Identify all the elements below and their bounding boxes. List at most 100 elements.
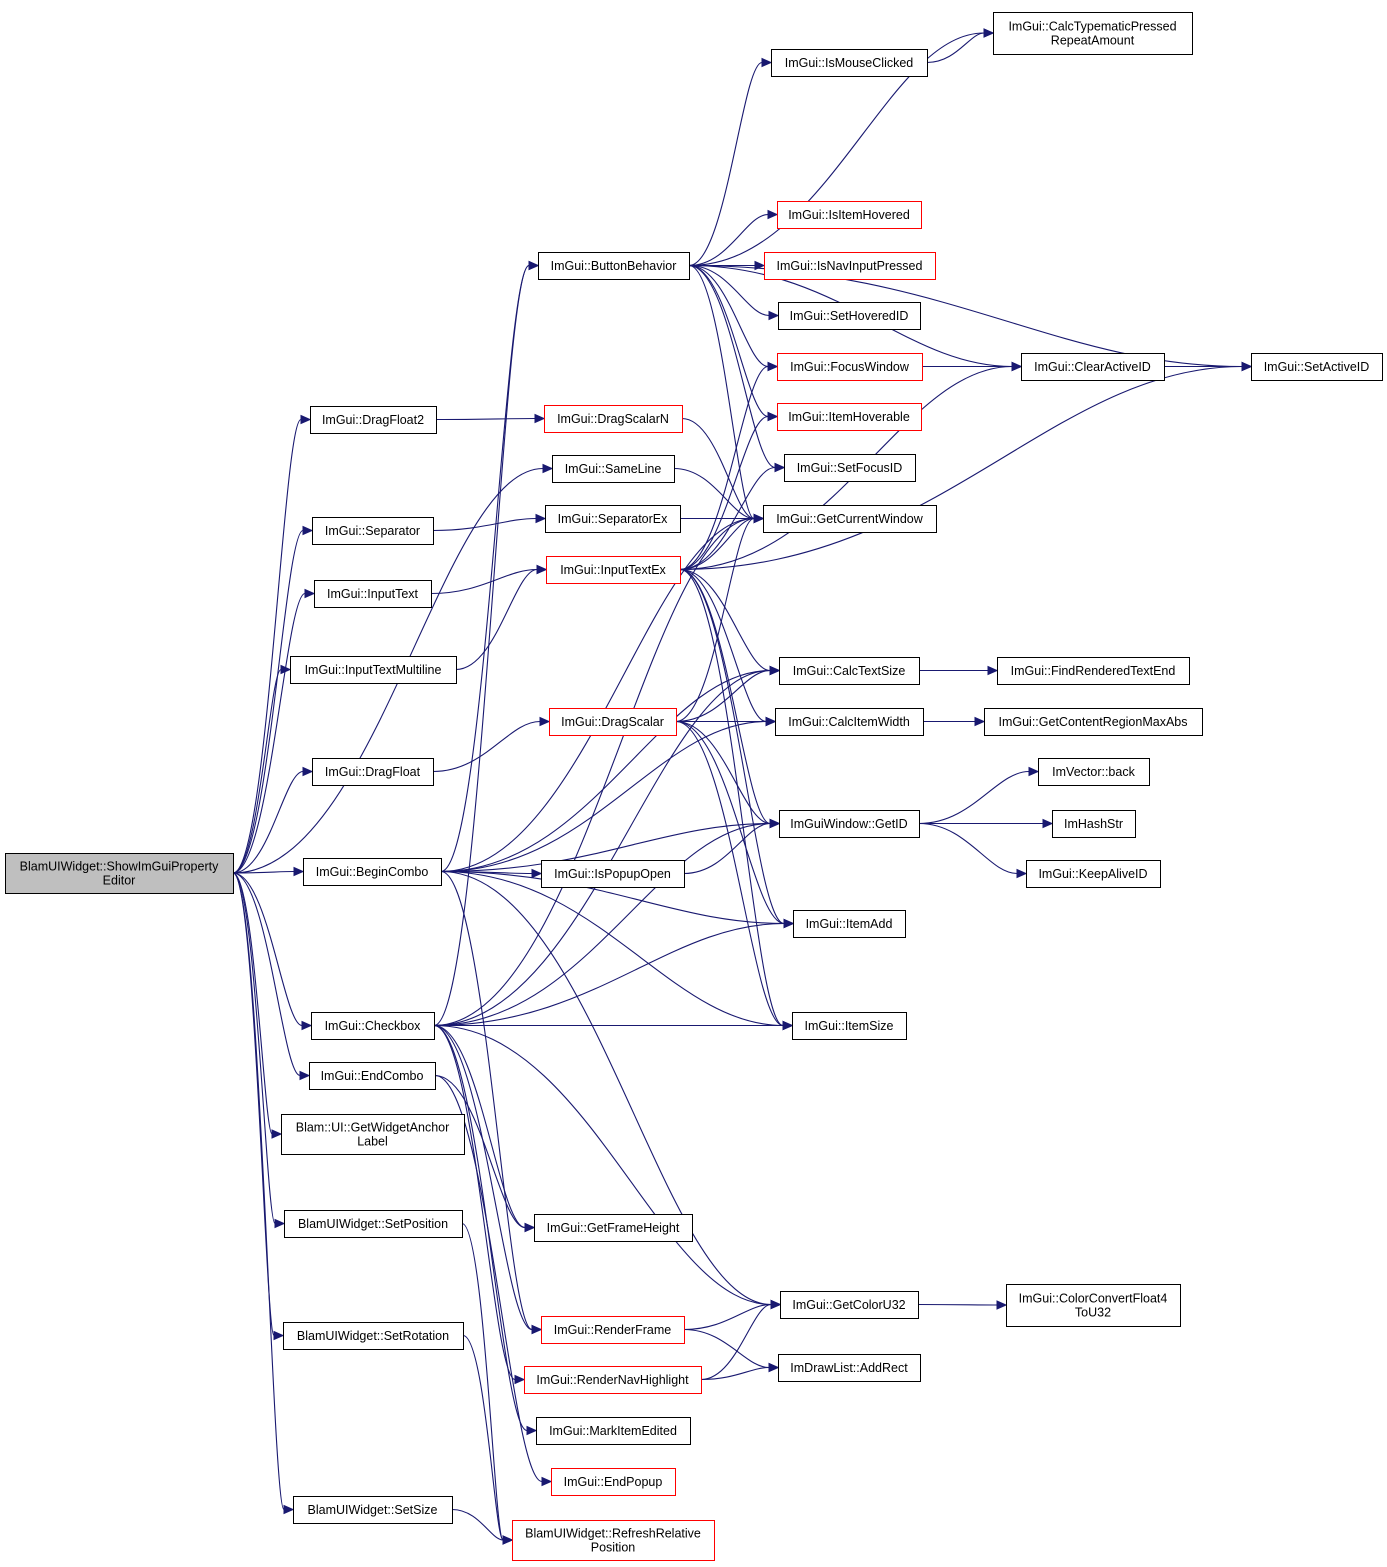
edge-arrowhead — [769, 818, 781, 829]
node-getid[interactable]: ImGuiWindow::GetID — [779, 810, 920, 838]
edge-root-to-inputtext — [232, 588, 316, 874]
node-findrenderedtextend[interactable]: ImGui::FindRenderedTextEnd — [997, 657, 1190, 685]
node-dragscalar[interactable]: ImGui::DragScalar — [549, 708, 677, 736]
node-ispopupopen[interactable]: ImGui::IsPopupOpen — [541, 860, 685, 888]
edge-line — [918, 770, 1030, 825]
edge-arrowhead — [539, 716, 551, 727]
edge-getcoloru32-to-colorconvert — [917, 1300, 1008, 1310]
edge-arrowhead — [1016, 868, 1028, 879]
node-markitemedited[interactable]: ImGui::MarkItemEdited — [536, 1417, 691, 1445]
node-begincombo[interactable]: ImGui::BeginCombo — [303, 858, 442, 886]
node-label: ImGui::SetFocusID — [797, 461, 903, 475]
edge-dragscalar-to-calctextsize — [675, 665, 781, 723]
node-endpopup[interactable]: ImGui::EndPopup — [551, 1468, 676, 1496]
node-separatorex[interactable]: ImGui::SeparatorEx — [545, 505, 681, 533]
node-calcitemwidth[interactable]: ImGui::CalcItemWidth — [775, 708, 924, 736]
node-separator[interactable]: ImGui::Separator — [312, 517, 434, 545]
node-setactiveid[interactable]: ImGui::SetActiveID — [1251, 353, 1383, 381]
node-imhashstr[interactable]: ImHashStr — [1052, 810, 1136, 838]
edge-line — [232, 592, 306, 874]
edge-line — [433, 1024, 772, 1306]
node-addrect[interactable]: ImDrawList::AddRect — [778, 1354, 921, 1382]
node-itemhoverable[interactable]: ImGui::ItemHoverable — [777, 403, 922, 431]
node-label: ImGui::DragScalar — [561, 715, 664, 729]
node-box — [283, 1322, 464, 1350]
edge-arrowhead — [531, 1324, 543, 1335]
node-getcurrentwindow[interactable]: ImGui::GetCurrentWindow — [763, 505, 937, 533]
node-isitemhovered[interactable]: ImGui::IsItemHovered — [777, 201, 922, 229]
edge-sameline-to-getcurrentwindow — [673, 467, 765, 524]
edge-line — [432, 720, 541, 773]
edge-line — [679, 568, 767, 723]
edge-buttonbehavior-to-ismouseclicked — [688, 57, 773, 267]
node-label: ToU32 — [1075, 1306, 1111, 1320]
edge-arrowhead — [526, 1425, 538, 1436]
edge-line — [688, 264, 755, 520]
node-label: ImDrawList::AddRect — [790, 1361, 908, 1375]
node-label: ImGuiWindow::GetID — [790, 817, 907, 831]
edge-arrowhead — [983, 28, 995, 38]
node-getcontentregionmaxabs[interactable]: ImGui::GetContentRegionMaxAbs — [984, 708, 1203, 736]
edge-renderframe-to-addrect — [683, 1328, 780, 1373]
edge-line — [433, 1024, 526, 1229]
edge-checkbox-to-itemadd — [433, 918, 795, 1027]
edge-arrowhead — [271, 1129, 283, 1139]
node-inputtextmultiline[interactable]: ImGui::InputTextMultiline — [290, 656, 457, 684]
node-box — [777, 353, 923, 381]
node-setposition[interactable]: BlamUIWidget::SetPosition — [284, 1210, 463, 1238]
node-box — [1038, 758, 1150, 786]
edge-arrowhead — [1028, 766, 1040, 777]
node-label: Label — [357, 1135, 388, 1149]
node-itemsize[interactable]: ImGui::ItemSize — [792, 1012, 907, 1040]
edge-line — [232, 872, 273, 1135]
edge-arrowhead — [765, 716, 777, 727]
node-clearactiveid[interactable]: ImGui::ClearActiveID — [1021, 353, 1165, 381]
node-itemadd[interactable]: ImGui::ItemAdd — [793, 910, 906, 938]
node-box — [310, 406, 437, 434]
edge-dragscalar-to-getid — [675, 720, 781, 829]
edge-root-to-dragfloat2 — [232, 414, 312, 874]
node-endcombo[interactable]: ImGui::EndCombo — [309, 1062, 436, 1090]
node-label: ImGui::ItemSize — [805, 1019, 894, 1033]
node-inputtext[interactable]: ImGui::InputText — [314, 580, 432, 608]
node-calctextsize[interactable]: ImGui::CalcTextSize — [779, 657, 920, 685]
node-checkbox[interactable]: ImGui::Checkbox — [311, 1012, 435, 1040]
edge-arrowhead — [768, 310, 780, 321]
node-focuswindow[interactable]: ImGui::FocusWindow — [777, 353, 923, 381]
node-box — [778, 1354, 921, 1382]
node-setsize[interactable]: BlamUIWidget::SetSize — [293, 1496, 453, 1524]
node-inputtextex[interactable]: ImGui::InputTextEx — [546, 556, 681, 584]
node-setfocusid[interactable]: ImGui::SetFocusID — [784, 454, 916, 482]
node-ismouseclicked[interactable]: ImGui::IsMouseClicked — [771, 49, 928, 77]
node-sethoveredid[interactable]: ImGui::SetHoveredID — [778, 302, 921, 330]
node-getframeheight[interactable]: ImGui::GetFrameHeight — [534, 1214, 693, 1242]
node-setrotation[interactable]: BlamUIWidget::SetRotation — [283, 1322, 464, 1350]
node-box — [993, 12, 1193, 55]
node-dragfloat2[interactable]: ImGui::DragFloat2 — [310, 406, 437, 434]
edge-dragscalarn-to-getcurrentwindow — [681, 417, 765, 524]
edge-arrowhead — [536, 564, 548, 575]
node-keepaliveid[interactable]: ImGui::KeepAliveID — [1026, 860, 1161, 888]
node-sameline[interactable]: ImGui::SameLine — [552, 455, 675, 483]
node-getcoloru32[interactable]: ImGui::GetColorU32 — [780, 1291, 919, 1319]
node-imvectorback[interactable]: ImVector::back — [1038, 758, 1150, 786]
node-dragfloat[interactable]: ImGui::DragFloat — [312, 758, 434, 786]
node-label: ImGui::Separator — [325, 524, 420, 538]
node-box — [552, 455, 675, 483]
node-box — [281, 1114, 465, 1155]
node-dragscalarn[interactable]: ImGui::DragScalarN — [544, 405, 683, 433]
node-rendernavhighlight[interactable]: ImGui::RenderNavHighlight — [524, 1366, 702, 1394]
edge-arrowhead — [524, 1222, 536, 1233]
edge-line — [232, 668, 282, 874]
node-buttonbehavior[interactable]: ImGui::ButtonBehavior — [538, 252, 690, 280]
node-renderframe[interactable]: ImGui::RenderFrame — [541, 1316, 685, 1344]
edge-arrowhead — [767, 209, 779, 220]
node-box — [303, 858, 442, 886]
edge-checkbox-to-buttonbehavior — [433, 260, 540, 1027]
node-isnavinputpressed[interactable]: ImGui::IsNavInputPressed — [764, 252, 936, 280]
